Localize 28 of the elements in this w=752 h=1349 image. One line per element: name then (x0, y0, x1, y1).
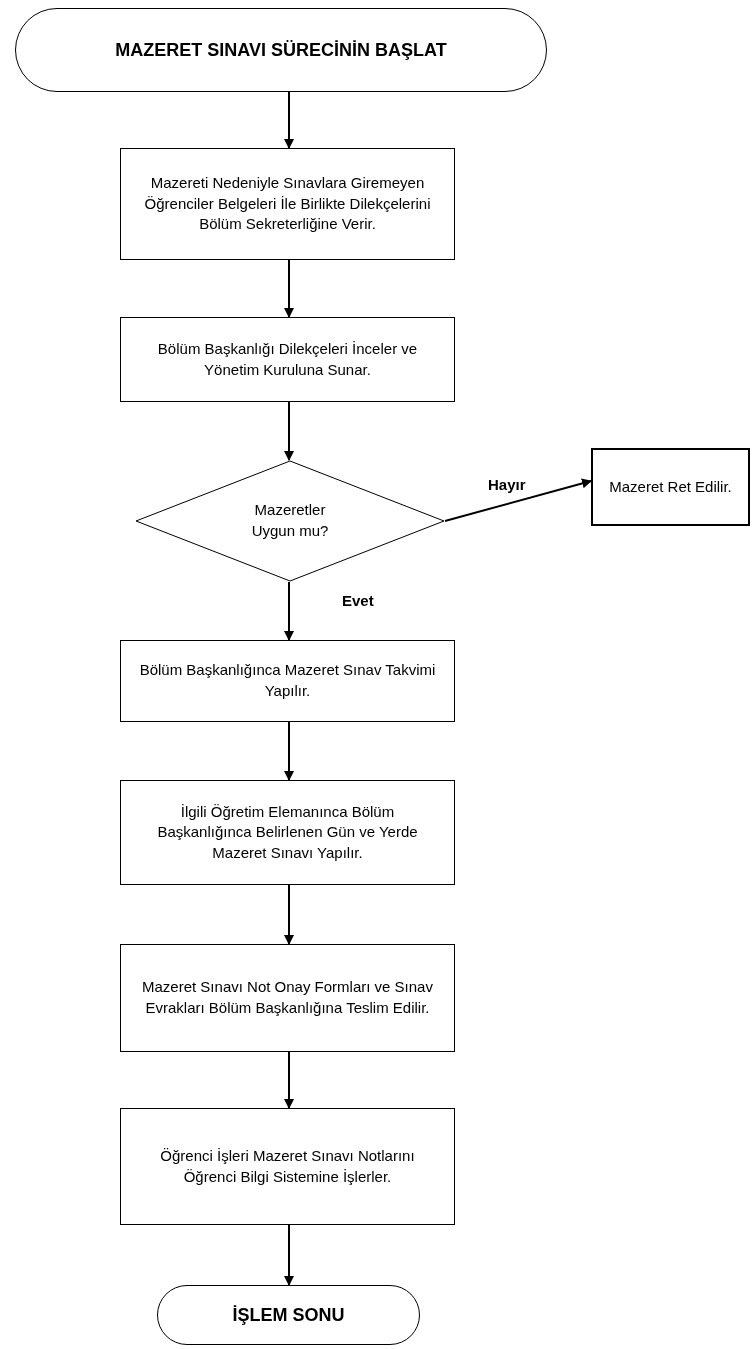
process-box (120, 780, 455, 885)
process-box (120, 944, 455, 1052)
process-box (120, 317, 455, 402)
decision-text: Mazeretler Uygun mu? (250, 500, 330, 541)
process-box (120, 148, 455, 260)
arrow (284, 91, 294, 149)
process-text: Mazeret Ret Edilir. (609, 476, 732, 497)
terminal-label: MAZERET SINAVI SÜRECİNİN BAŞLAT (115, 38, 447, 62)
process-text: Bölüm Başkanlığı Dilekçeleri İnceler ve Yönetim Kuruluna Sunar. (156, 338, 419, 380)
process-text: Mazeret Sınavı Not Onay Formları ve Sınav Evrakları Bölüm Başkanlığına Teslim Edilir. (141, 977, 434, 1018)
terminal-label: İŞLEM SONU (232, 1303, 345, 1327)
arrow (284, 1051, 294, 1109)
process-text: Bölüm Başkanlığınca Mazeret Sınav Takvimi Yapılır. (138, 660, 437, 701)
arrow (444, 478, 592, 522)
process-text: Öğrenci İşleri Mazeret Sınavı Notlarını Öğrenci Bilgi Sistemine İşlerler. (159, 1145, 416, 1187)
process-box (120, 640, 455, 722)
terminal-shape (157, 1285, 420, 1345)
arrow (284, 1224, 294, 1286)
arrow (284, 259, 294, 318)
arrow (284, 721, 294, 781)
process-text: İlgili Öğretim Elemanınca Bölüm Başkanlığınca Belirlenen Gün ve Yerde Mazeret Sınavı Yapılır. (156, 801, 419, 863)
arrow (284, 884, 294, 945)
decision-diamond (135, 460, 445, 582)
process-box (120, 1108, 455, 1225)
arrow (284, 581, 294, 641)
arrow (284, 401, 294, 461)
process-text: Mazereti Nedeniyle Sınavlara Giremeyen Öğrenciler Belgeleri İle Birlikte Dilekçelerini Bölüm Sekreterliğine Verir. (143, 173, 432, 235)
process-box (591, 448, 750, 526)
